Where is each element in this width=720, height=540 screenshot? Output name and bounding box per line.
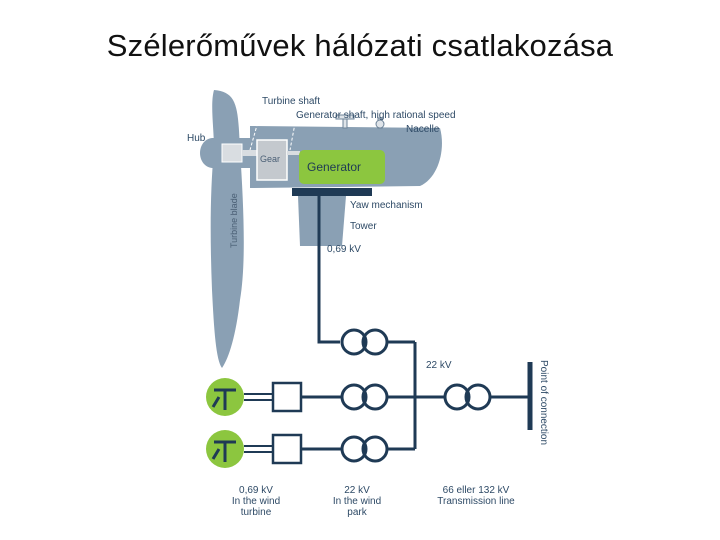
label-yaw-mechanism: Yaw mechanism — [350, 200, 423, 211]
gear-box — [256, 139, 288, 181]
caption-park-line3: park — [347, 507, 367, 518]
label-hub: Hub — [187, 133, 206, 144]
label-turbine-shaft: Turbine shaft — [262, 96, 320, 107]
wind-turbine-generator-icon-row2 — [206, 430, 244, 468]
transformer-row2-a — [340, 435, 368, 463]
caption-transmission-line1: 66 eller 132 kV — [443, 485, 510, 496]
caption-turbine-line1: 0,69 kV — [239, 485, 273, 496]
hub-shaft-block — [221, 143, 243, 163]
tower — [298, 196, 346, 246]
label-gear: Gear — [260, 154, 280, 164]
page-title: Szélerőművek hálózati csatlakozása — [106, 28, 614, 63]
caption-turbine-line2: In the wind — [232, 496, 280, 507]
label-nacelle: Nacelle — [406, 124, 440, 135]
cable-tower-to-transformer — [317, 196, 340, 344]
label-tower: Tower — [350, 221, 377, 232]
generator-box — [299, 150, 385, 184]
wind-turbine-generator-icon-row1 — [206, 378, 244, 416]
label-turbine-blade: Turbine blade — [229, 193, 239, 248]
converter-box-row1 — [271, 381, 303, 413]
label-point-of-connection: Point of connection — [538, 360, 549, 445]
transformer-row1-a — [340, 383, 368, 411]
transformer-transmission-a — [443, 383, 471, 411]
label-generator: Generator — [307, 160, 361, 174]
transformer-upper-a — [340, 328, 368, 356]
caption-park-line1: 22 kV — [344, 485, 370, 496]
label-generator-shaft: Generator shaft, high rational speed — [296, 110, 456, 121]
yaw-mechanism — [292, 188, 372, 196]
label-voltage-tower: 0,69 kV — [327, 244, 361, 255]
nacelle-sensor-icon — [335, 114, 385, 129]
caption-turbine-line3: turbine — [241, 507, 272, 518]
caption-park-line2: In the wind — [333, 496, 381, 507]
caption-transmission-line2: Transmission line — [437, 496, 515, 507]
label-voltage-bus: 22 kV — [426, 360, 452, 371]
converter-box-row2 — [271, 433, 303, 465]
